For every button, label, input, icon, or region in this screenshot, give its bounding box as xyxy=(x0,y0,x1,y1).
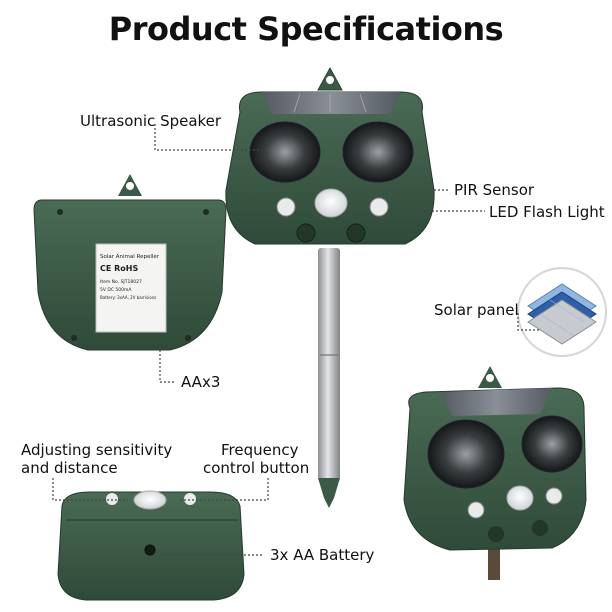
spec-sticker xyxy=(95,243,167,333)
label-solar-panel: Solar panel xyxy=(434,301,519,319)
label-led-flash-light: LED Flash Light xyxy=(489,203,605,221)
pir-sensor xyxy=(314,188,348,218)
label-frequency-line2: control button xyxy=(203,459,310,477)
left-knob xyxy=(296,223,316,243)
solar-strip xyxy=(262,92,400,114)
sticker-heading: Solar Animal Repeller xyxy=(100,254,160,260)
solar-panel-inset xyxy=(517,267,607,357)
left-speaker xyxy=(249,121,321,183)
label-adjusting-line2: and distance xyxy=(21,459,118,477)
back-view: Solar Animal Repeller CE RoHS Item No. S… xyxy=(33,174,227,351)
angled-left-speaker xyxy=(427,419,505,489)
label-aax3: AAx3 xyxy=(181,373,221,391)
right-led xyxy=(369,197,389,217)
angled-right-speaker xyxy=(521,415,583,473)
label-frequency-line1: Frequency xyxy=(221,441,299,459)
label-battery: 3x AA Battery xyxy=(270,546,375,564)
label-ultrasonic-speaker: Ultrasonic Speaker xyxy=(80,112,222,130)
label-pir-sensor: PIR Sensor xyxy=(454,181,535,199)
label-adjusting-line1: Adjusting sensitivity xyxy=(21,441,173,459)
sticker-line2: 5V DC 500mA xyxy=(100,287,132,293)
dc-port xyxy=(144,544,156,556)
angled-unit xyxy=(403,366,587,580)
leader-lines xyxy=(52,124,540,556)
sticker-marks: CE RoHS xyxy=(100,264,138,273)
bottom-view xyxy=(57,490,245,601)
sticker-line3: Battery: 3xAA, 2V barrisions xyxy=(100,295,156,300)
page-title: Product Specifications xyxy=(108,10,504,48)
right-speaker xyxy=(342,121,414,183)
stake-tip xyxy=(318,478,340,508)
left-led xyxy=(276,197,296,217)
right-knob xyxy=(346,223,366,243)
sticker-line1: Item No. SJT18027 xyxy=(100,279,142,285)
ground-stake xyxy=(318,248,340,480)
